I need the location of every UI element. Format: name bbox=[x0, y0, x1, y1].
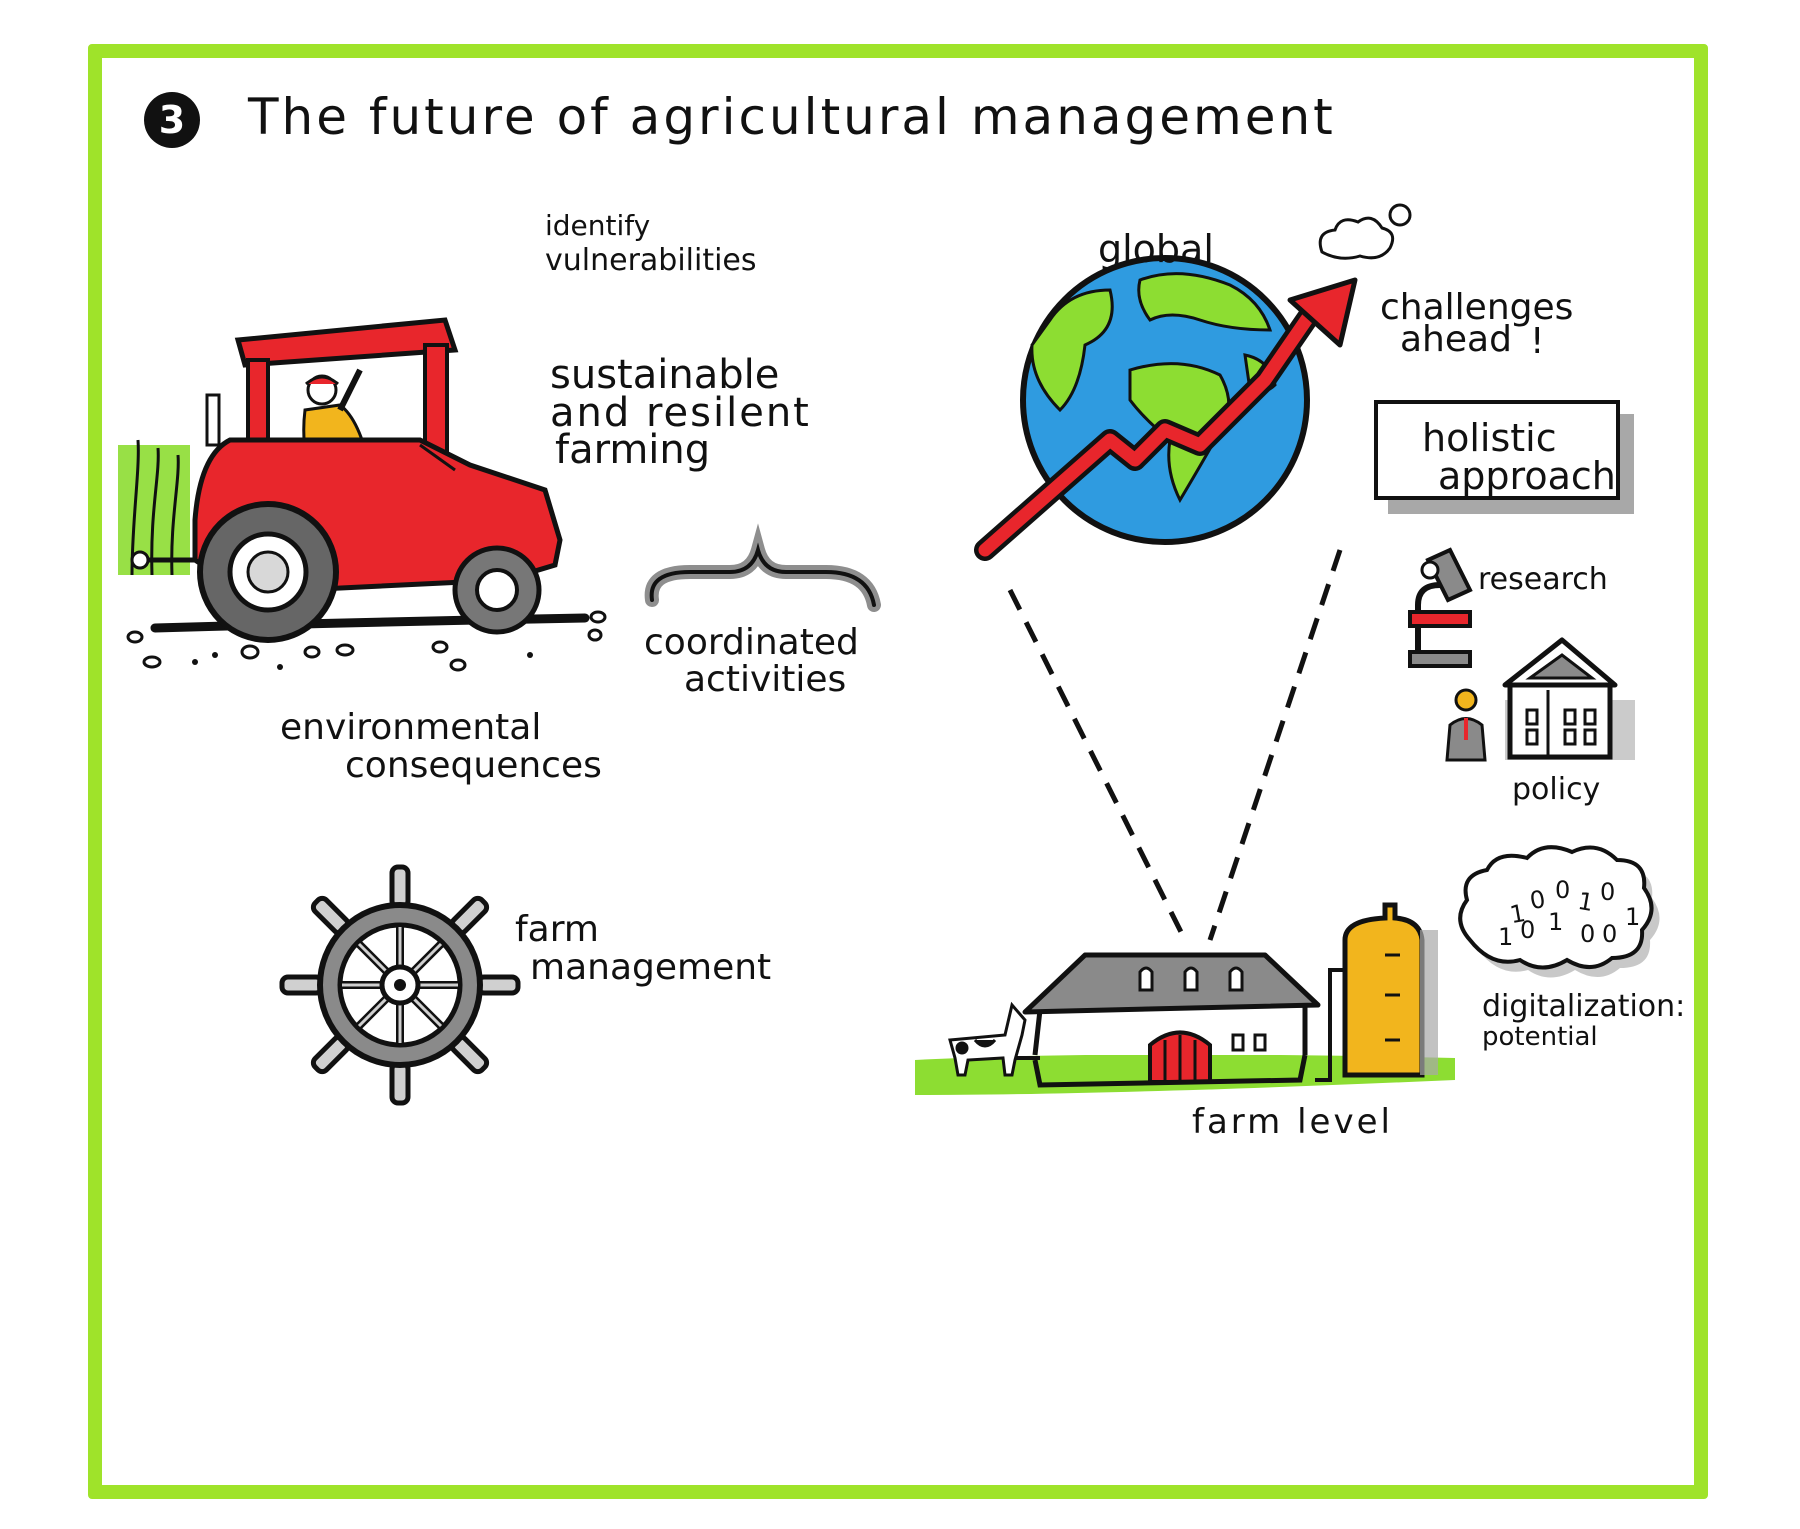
binary-digit: 1 bbox=[1625, 903, 1641, 931]
rising-arrow-icon bbox=[974, 277, 1358, 561]
ship-wheel-icon bbox=[279, 864, 521, 1106]
holistic-approach-box: holistic approach bbox=[1374, 400, 1620, 500]
label-management: management bbox=[530, 947, 772, 988]
label-ahead: ahead bbox=[1400, 319, 1512, 360]
cow-icon bbox=[948, 1001, 1027, 1077]
tractor-icon bbox=[118, 317, 607, 672]
binary-cloud-icon bbox=[1458, 845, 1660, 978]
section-number-badge: 3 bbox=[144, 92, 200, 148]
binary-digit: 1 bbox=[1498, 923, 1514, 951]
label-potential: potential bbox=[1482, 1022, 1598, 1052]
page-frame bbox=[88, 44, 1708, 1499]
microscope-icon bbox=[1408, 547, 1473, 668]
label-research: research bbox=[1478, 562, 1608, 597]
politician-icon bbox=[1445, 688, 1487, 762]
label-exclamation: ! bbox=[1530, 321, 1545, 362]
label-identify: identify bbox=[545, 209, 651, 242]
page-title: The future of agricultural management bbox=[248, 88, 1336, 146]
small-cloud-icon bbox=[1318, 203, 1412, 260]
label-farm: farm bbox=[515, 909, 599, 950]
label-approach: approach bbox=[1438, 454, 1616, 498]
label-challenges: challenges bbox=[1380, 287, 1574, 328]
binary-digit: 1 bbox=[1548, 908, 1564, 936]
label-and-resilent: and resilent bbox=[550, 390, 811, 436]
label-global: global bbox=[1098, 227, 1214, 271]
label-farm-level: farm level bbox=[1192, 1102, 1393, 1142]
label-activities: activities bbox=[684, 659, 847, 700]
label-vulnerabilities: vulnerabilities bbox=[545, 243, 757, 278]
label-digitalization: digitalization: bbox=[1482, 989, 1686, 1024]
perspective-dashed-lines bbox=[1007, 549, 1343, 942]
label-farming: farming bbox=[555, 427, 711, 473]
binary-digit: 0 bbox=[1600, 878, 1616, 906]
farm-icon bbox=[915, 902, 1455, 1095]
label-environmental: environmental bbox=[280, 707, 542, 748]
globe-icon bbox=[1020, 255, 1310, 545]
binary-digit: 0 bbox=[1602, 920, 1618, 948]
label-policy: policy bbox=[1512, 772, 1601, 807]
binary-digit: 0 bbox=[1520, 916, 1536, 944]
label-sustainable: sustainable bbox=[550, 352, 780, 398]
binary-digit: 0 bbox=[1555, 876, 1571, 904]
label-coordinated: coordinated bbox=[644, 622, 859, 663]
label-holistic: holistic bbox=[1422, 416, 1557, 460]
government-building-icon bbox=[1502, 637, 1635, 760]
label-consequences: consequences bbox=[345, 745, 602, 786]
binary-digit: 0 bbox=[1580, 920, 1596, 948]
